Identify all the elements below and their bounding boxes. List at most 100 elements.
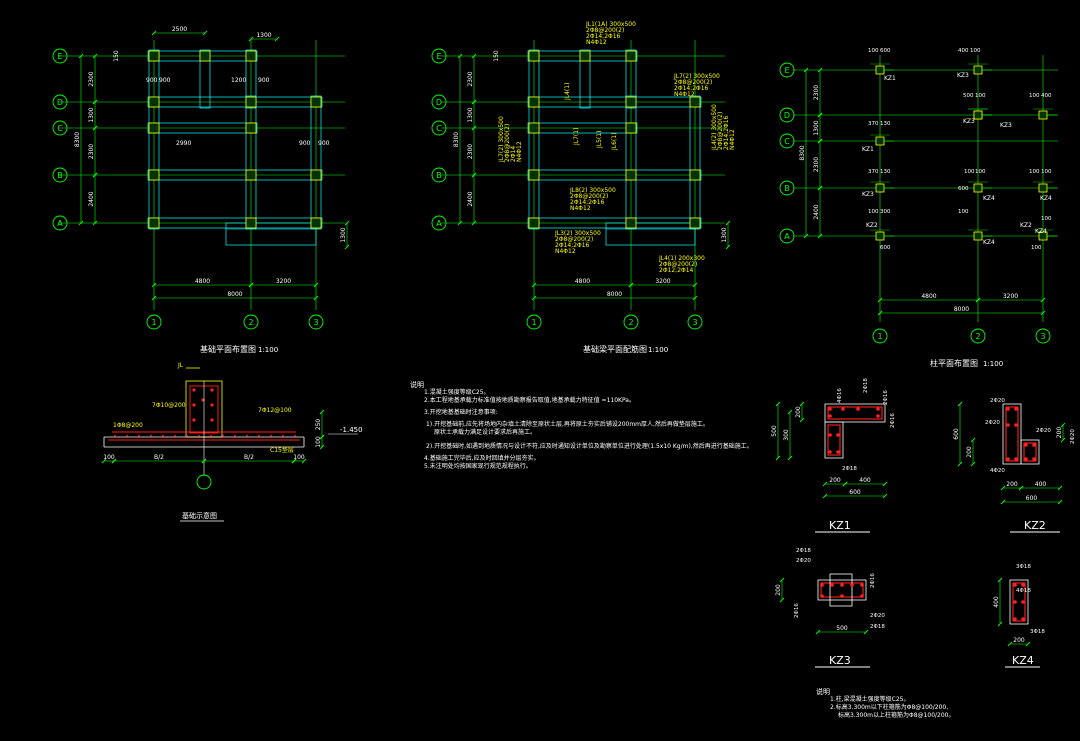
- dim-tick: [787, 455, 793, 461]
- axis-bubble-E-circle: [431, 48, 447, 64]
- column-mark: [528, 50, 540, 62]
- axis-bubble-B: B: [436, 171, 442, 180]
- dim-tick: [78, 53, 84, 59]
- dim-text: 1300: [256, 32, 271, 39]
- column-dim: 370: [868, 169, 879, 175]
- kz3-bar: 2Φ20: [796, 558, 811, 564]
- axis-bubble-1-circle: [872, 328, 888, 344]
- axis-bubble-3-circle: [687, 314, 703, 330]
- axis-bubble-B-circle: [779, 180, 795, 196]
- dim-tick: [92, 220, 98, 226]
- column-dim: 600: [880, 245, 891, 251]
- axis-bubble-C: C: [436, 124, 442, 133]
- footing-beam-tag: JL: [177, 362, 184, 369]
- notes-general-line: 4.基础施工完毕后,应及时回填并分层夯实。: [424, 455, 540, 462]
- dim-tick: [1000, 499, 1006, 505]
- dim-tick: [822, 493, 828, 499]
- dim-tick: [344, 220, 350, 226]
- notes-general-line: 3.开挖地基基础时注意事项:: [424, 409, 498, 416]
- dim-text: 500: [771, 425, 778, 437]
- beam-label-JL4-2: JL4(2) 300x500: [711, 104, 718, 151]
- column-mark: [1038, 183, 1048, 193]
- dim-text: 1300: [721, 227, 728, 242]
- column-mark: [875, 136, 885, 146]
- column-tag-KZ4: KZ4: [1035, 228, 1047, 235]
- dim-tick: [1025, 641, 1031, 647]
- column-mark: [245, 96, 257, 108]
- dim-tick: [1007, 641, 1013, 647]
- beam-label-JL7-2b: 2Φ8@200(2): [504, 124, 511, 162]
- dim-tick: [248, 282, 254, 288]
- notes-general-line: 1).开挖基础前,应先将场地内杂填土清除至原状土层,再将原土夯实后铺设200mm…: [426, 421, 709, 428]
- dim-text: 200: [795, 406, 802, 418]
- footing-strip: [527, 169, 702, 181]
- axis-bubble-1: 1: [531, 318, 536, 327]
- rebar-dot: [246, 435, 248, 437]
- axis-bubble-A-circle: [52, 215, 68, 231]
- dim-text: 200: [1056, 427, 1063, 439]
- dim-text: 3200: [276, 278, 291, 285]
- kz2-flange-stirrup: [1023, 442, 1037, 462]
- column-mark: [689, 217, 701, 229]
- axis-bubble-3: 3: [1040, 332, 1045, 341]
- rebar-dot: [1021, 583, 1025, 587]
- column-dim: 370: [868, 121, 879, 127]
- dim-text: 150: [113, 50, 120, 62]
- rebar-dot: [1006, 457, 1010, 461]
- column-tag-KZ3: KZ3: [1000, 122, 1012, 129]
- column-mark: [528, 122, 540, 134]
- dim-text: 100: [103, 454, 115, 461]
- column-dim: 100: [1041, 216, 1052, 222]
- rebar-dot: [258, 435, 260, 437]
- axis-bubble-1-circle: [526, 314, 542, 330]
- column-dim: 130: [880, 121, 891, 127]
- axis-bubble-E-circle: [779, 62, 795, 78]
- rebar-dot: [234, 435, 236, 437]
- beam-label-JL7-2b: N4Φ12: [516, 141, 523, 162]
- rebar-dot: [828, 407, 832, 411]
- dim-tick: [725, 220, 731, 226]
- dim-text: 400: [1035, 481, 1047, 488]
- dim-text: 2400: [813, 204, 820, 219]
- dim-tick: [344, 244, 350, 250]
- footing-strip: [528, 49, 540, 230]
- dim-text: 250: [315, 419, 322, 431]
- footing-annex: [225, 222, 317, 246]
- rebar-dot: [1006, 423, 1010, 427]
- dim-tick: [248, 36, 254, 42]
- beam-label-JL7-2b: JL7(2) 300x500: [498, 116, 505, 163]
- axis-bubble-3-circle: [308, 314, 324, 330]
- dim-text: 200: [966, 446, 973, 458]
- dim-text: 3200: [1003, 293, 1018, 300]
- dim-tick: [779, 597, 785, 603]
- beam-label-JL6: JL6(1): [611, 133, 618, 151]
- column-mark: [973, 110, 983, 120]
- column-mark: [689, 96, 701, 108]
- axis-bubble-D: D: [57, 98, 63, 107]
- dim-text: 8300: [799, 145, 806, 160]
- axis-bubble-B-circle: [431, 167, 447, 183]
- rebar-dot: [820, 594, 824, 598]
- rebar-dot: [828, 414, 832, 418]
- beam-label-JL7-2b: 2Φ14: [510, 146, 517, 162]
- axis-bubble-A-circle: [779, 228, 795, 244]
- axis-bubble-1: 1: [151, 318, 156, 327]
- axis-bubble-D-circle: [431, 94, 447, 110]
- kz2-bar: 2Φ20: [1036, 428, 1051, 434]
- dim-tick: [877, 310, 883, 316]
- dim-tick: [92, 99, 98, 105]
- beam-label-JL7-2: N4Φ12: [674, 91, 695, 98]
- column-tag-KZ3: KZ3: [963, 118, 975, 125]
- kz1-flange-stirrup: [827, 406, 883, 420]
- column-dim: 100: [868, 209, 879, 215]
- notes-column-line: 标高3.300m以上柱箍筋为Φ8@100/200。: [838, 712, 955, 719]
- rebar-dot: [860, 594, 864, 598]
- dim-text: 1300: [813, 120, 820, 135]
- rebar-dot: [1013, 617, 1017, 621]
- column-mark: [245, 50, 257, 62]
- dim-tick: [692, 282, 698, 288]
- column-mark: [148, 50, 160, 62]
- dim-tick: [775, 401, 781, 407]
